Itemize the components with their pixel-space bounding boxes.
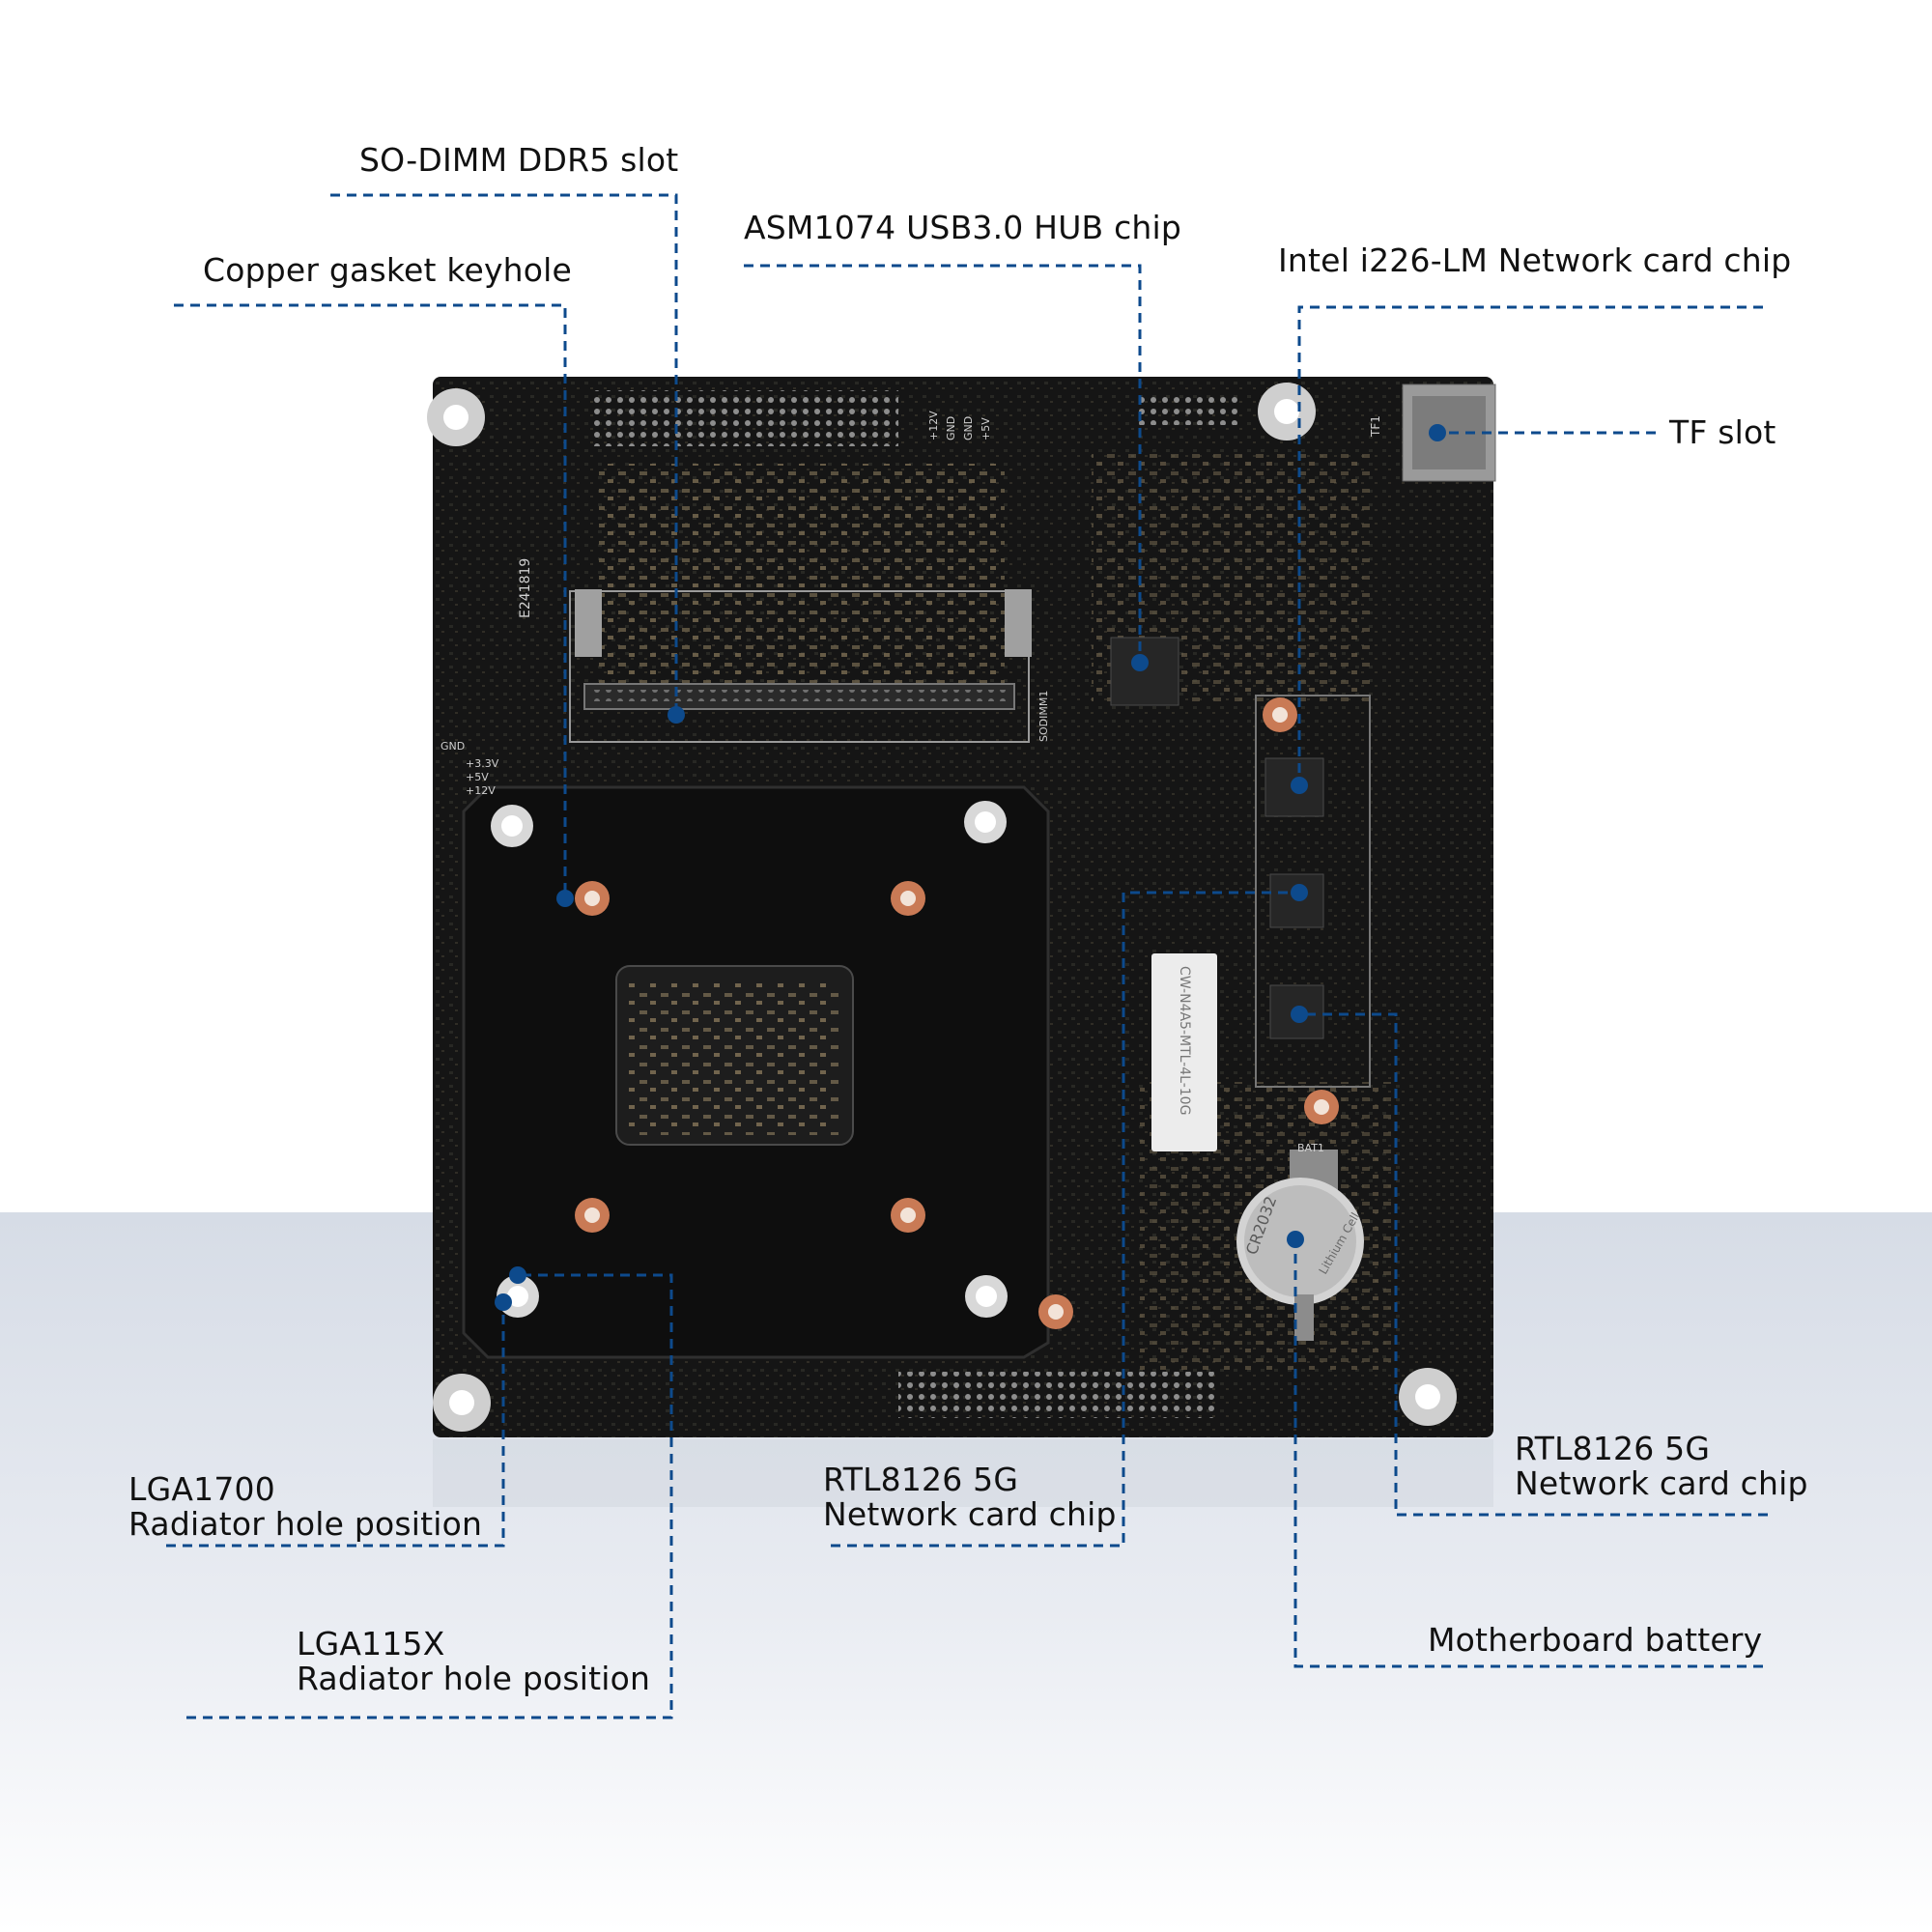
smd-area-top <box>599 464 1005 686</box>
leader-asm1074 <box>744 264 1142 663</box>
so-dimm-slot <box>569 589 1032 743</box>
sticker-text: CW-N4A5-MTL-4L-10G <box>1177 966 1192 1115</box>
dot-lga1700 <box>495 1293 512 1311</box>
dot-lga115x <box>509 1266 526 1284</box>
callout-dots <box>495 424 1446 1311</box>
label-lga1700: LGA1700 Radiator hole position <box>128 1470 483 1543</box>
svg-text:+12V: +12V <box>466 784 496 797</box>
svg-text:GND: GND <box>440 740 465 753</box>
top-right-pin-header <box>1135 396 1241 425</box>
network-module-outline <box>1255 695 1371 1088</box>
label-rtl8126-right: RTL8126 5G Network card chip <box>1515 1430 1808 1502</box>
svg-text:+5V: +5V <box>980 417 992 440</box>
coin-battery: CR2032 Lithium Cell <box>1236 1150 1364 1341</box>
label-tf-slot: TF slot <box>1669 413 1776 451</box>
serial-sticker <box>1151 953 1217 1151</box>
lga-bracket <box>462 785 1050 1359</box>
label-i226: Intel i226-LM Network card chip <box>1278 242 1792 279</box>
dot-asm1074 <box>1131 654 1149 671</box>
dot-so-dimm <box>668 706 685 724</box>
label-copper-keyhole: Copper gasket keyhole <box>203 251 573 289</box>
bottom-pin-header <box>898 1372 1217 1418</box>
dot-battery <box>1287 1231 1304 1248</box>
leader-i226 <box>1297 305 1763 785</box>
label-asm1074: ASM1074 USB3.0 HUB chip <box>744 209 1182 246</box>
rail-silkscreen: +3.3V +5V +12V GND <box>440 740 499 797</box>
leader-so-dimm <box>330 193 678 716</box>
dot-tf-slot <box>1429 424 1446 441</box>
copper-gasket-holes <box>575 697 1339 1329</box>
board-reflection <box>433 1439 1493 1507</box>
leader-lines <box>166 193 1768 1719</box>
slot-silkscreen: SODIMM1 <box>1037 691 1050 742</box>
svg-text:GND: GND <box>945 416 957 440</box>
power-silkscreen: +12V GND GND +5V <box>927 411 992 440</box>
svg-text:+3.3V: +3.3V <box>466 757 499 770</box>
label-battery: Motherboard battery <box>1428 1621 1763 1659</box>
top-pin-header <box>594 390 898 446</box>
asm1074-chip <box>1110 637 1179 706</box>
corner-mounting-holes <box>427 383 1457 1432</box>
leader-battery <box>1293 1239 1763 1668</box>
leader-lga1700 <box>166 1302 505 1548</box>
leader-lga115x <box>186 1273 673 1719</box>
svg-text:+12V: +12V <box>927 411 940 440</box>
label-lga115x: LGA115X Radiator hole position <box>297 1625 651 1697</box>
bat-silkscreen: BAT1 <box>1297 1142 1324 1154</box>
svg-text:+5V: +5V <box>466 771 489 783</box>
dot-copper-keyhole <box>556 890 574 907</box>
svg-text:GND: GND <box>962 416 975 440</box>
label-rtl8126-center: RTL8126 5G Network card chip <box>823 1461 1117 1533</box>
dot-rtl8126-center <box>1291 884 1308 901</box>
cert-text: E241819 <box>518 558 533 618</box>
dot-rtl8126-right <box>1291 1006 1308 1023</box>
leader-rtl8126-right <box>1299 1012 1768 1517</box>
tf-board-label: TF1 <box>1369 415 1382 438</box>
label-so-dimm: SO-DIMM DDR5 slot <box>359 141 679 179</box>
dot-i226 <box>1291 777 1308 794</box>
